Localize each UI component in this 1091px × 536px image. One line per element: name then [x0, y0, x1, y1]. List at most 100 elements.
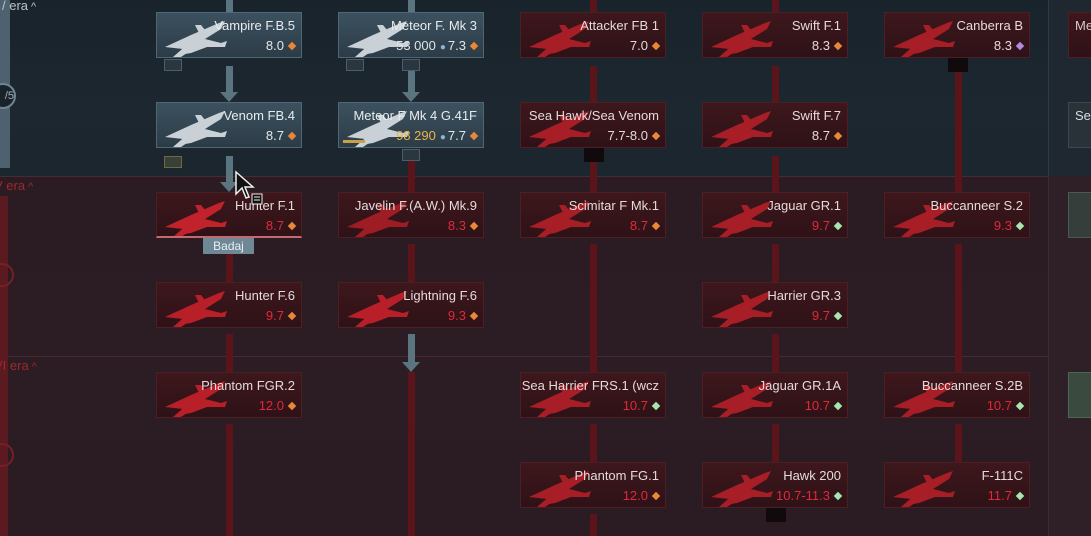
- vehicle-card-sea-harrier-frs1[interactable]: Sea Harrier FRS.1 (wcz 10.7: [520, 372, 666, 418]
- rank-diamond-icon: [1015, 41, 1025, 51]
- vehicle-card-swift-f7[interactable]: Swift F.7 8.7: [702, 102, 848, 148]
- chevron-up-icon: ^: [31, 361, 37, 373]
- group-icon[interactable]: [402, 59, 420, 71]
- aircraft-icon: [893, 471, 955, 507]
- aircraft-icon: [165, 111, 227, 147]
- vehicle-card-f-111c[interactable]: F-111C 11.7: [884, 462, 1030, 508]
- vehicle-card-jaguar-gr1a[interactable]: Jaguar GR.1A 10.7: [702, 372, 848, 418]
- era-label-v[interactable]: V era^: [0, 178, 34, 193]
- rank-diamond-icon: [469, 131, 479, 141]
- rank-diamond-icon: [833, 131, 843, 141]
- vehicle-card-phantom-fg1[interactable]: Phantom FG.1 12.0: [520, 462, 666, 508]
- rank-diamond-icon: [651, 221, 661, 231]
- aircraft-icon: [893, 21, 955, 57]
- rank-diamond-icon: [651, 491, 661, 501]
- connector-line: [590, 424, 597, 466]
- vehicle-card-lightning-f6[interactable]: Lightning F.6 9.3: [338, 282, 484, 328]
- connector-line: [590, 156, 597, 196]
- aircraft-icon: [165, 291, 227, 327]
- sub-vehicle-icon[interactable]: [164, 59, 182, 71]
- vehicle-card-partial[interactable]: [1068, 192, 1091, 238]
- vehicle-card-harrier-gr3[interactable]: Harrier GR.3 9.7: [702, 282, 848, 328]
- rank-diamond-icon: [1015, 221, 1025, 231]
- vehicle-card-jaguar-gr1[interactable]: Jaguar GR.1 9.7: [702, 192, 848, 238]
- connector-line: [772, 334, 779, 376]
- vehicle-card-hunter-f6[interactable]: Hunter F.6 9.7: [156, 282, 302, 328]
- connector-line: [408, 372, 415, 536]
- group-icon[interactable]: [402, 149, 420, 161]
- connector-line: [772, 424, 779, 466]
- rank-diamond-icon: [287, 131, 297, 141]
- sub-vehicle-icon[interactable]: [346, 59, 364, 71]
- connector-line: [408, 334, 415, 366]
- connector-line: [408, 66, 415, 96]
- research-point-icon: ●: [439, 42, 446, 53]
- vehicle-card-buccanneer-s2[interactable]: Buccanneer S.2 9.3: [884, 192, 1030, 238]
- vehicle-card-vampire-fb5[interactable]: Vampire F.B.5 8.0: [156, 12, 302, 58]
- era-divider: [0, 356, 1048, 357]
- rank-diamond-icon: [651, 131, 661, 141]
- era-divider: [0, 176, 1048, 177]
- connector-line: [955, 66, 962, 196]
- arrow-down-icon: [220, 92, 238, 102]
- era-label-vi[interactable]: VI era^: [0, 358, 37, 373]
- aircraft-icon: [711, 471, 773, 507]
- rank-diamond-icon: [469, 221, 479, 231]
- vehicle-card-swift-f1[interactable]: Swift F.1 8.3: [702, 12, 848, 58]
- rank-diamond-icon: [833, 401, 843, 411]
- vehicle-card-meteor-f-mk4-g41f[interactable]: Meteor F Mk 4 G.41F 98 290●7.7: [338, 102, 484, 148]
- connector-line: [772, 156, 779, 196]
- rank-diamond-icon: [1015, 401, 1025, 411]
- group-tab[interactable]: [766, 508, 786, 522]
- connector-line: [590, 514, 597, 536]
- vehicle-card-venom-fb4[interactable]: Venom FB.4 8.7: [156, 102, 302, 148]
- research-point-icon: ●: [439, 132, 446, 143]
- rank-diamond-icon: [287, 311, 297, 321]
- vehicle-card-sea-hawk-sea-venom[interactable]: Sea Hawk/Sea Venom 7.7-8.0: [520, 102, 666, 148]
- vehicle-card-partial[interactable]: Me: [1068, 12, 1091, 58]
- connector-line: [590, 66, 597, 106]
- connector-line: [408, 0, 415, 12]
- vehicle-card-javelin-faw-mk9[interactable]: Javelin F.(A.W.) Mk.9 8.3: [338, 192, 484, 238]
- vehicle-card-partial[interactable]: [1068, 372, 1091, 418]
- connector-line: [226, 244, 233, 286]
- connector-line: [408, 156, 415, 196]
- vehicle-card-canberra-b[interactable]: Canberra B 8.3: [884, 12, 1030, 58]
- rank-diamond-icon: [833, 221, 843, 231]
- chevron-up-icon: ^: [31, 1, 37, 13]
- group-tab[interactable]: [948, 58, 968, 72]
- connector-line: [955, 424, 962, 466]
- era-label-top[interactable]: / era^: [2, 0, 37, 13]
- arrow-down-icon: [220, 182, 238, 192]
- vehicle-card-partial[interactable]: Se: [1068, 102, 1091, 148]
- chevron-up-icon: ^: [28, 181, 34, 193]
- aircraft-icon: [711, 21, 773, 57]
- rank-diamond-icon: [469, 41, 479, 51]
- rank-diamond-icon: [469, 311, 479, 321]
- rank-diamond-icon: [651, 401, 661, 411]
- connector-line: [590, 244, 597, 376]
- vehicle-card-meteor-f-mk3[interactable]: Meteor F. Mk 3 53 000●7.3: [338, 12, 484, 58]
- era-progress-rail-locked: [0, 196, 8, 536]
- rank-diamond-icon: [287, 221, 297, 231]
- aircraft-icon: [711, 111, 773, 147]
- era-rank-counter: /5: [0, 83, 16, 109]
- mouse-cursor-icon: [235, 170, 263, 205]
- vehicle-card-buccanneer-s2b[interactable]: Buccanneer S.2B 10.7: [884, 372, 1030, 418]
- rank-diamond-icon: [833, 311, 843, 321]
- rank-diamond-icon: [287, 401, 297, 411]
- connector-line: [955, 244, 962, 376]
- connector-line: [226, 66, 233, 96]
- vehicle-card-scimitar-f-mk1[interactable]: Scimitar F Mk.1 8.7: [520, 192, 666, 238]
- group-tab[interactable]: [584, 148, 604, 162]
- crew-icon[interactable]: [164, 156, 182, 168]
- rank-diamond-icon: [651, 41, 661, 51]
- vehicle-card-attacker-fb1[interactable]: Attacker FB 1 7.0: [520, 12, 666, 58]
- vehicle-card-hunter-f1[interactable]: Hunter F.1 8.7: [156, 192, 302, 238]
- rank-diamond-icon: [287, 41, 297, 51]
- vehicle-card-hawk-200[interactable]: Hawk 200 10.7-11.3: [702, 462, 848, 508]
- rank-diamond-icon: [833, 41, 843, 51]
- connector-line: [226, 156, 233, 186]
- vehicle-card-phantom-fgr2[interactable]: Phantom FGR.2 12.0: [156, 372, 302, 418]
- aircraft-icon: [165, 201, 227, 236]
